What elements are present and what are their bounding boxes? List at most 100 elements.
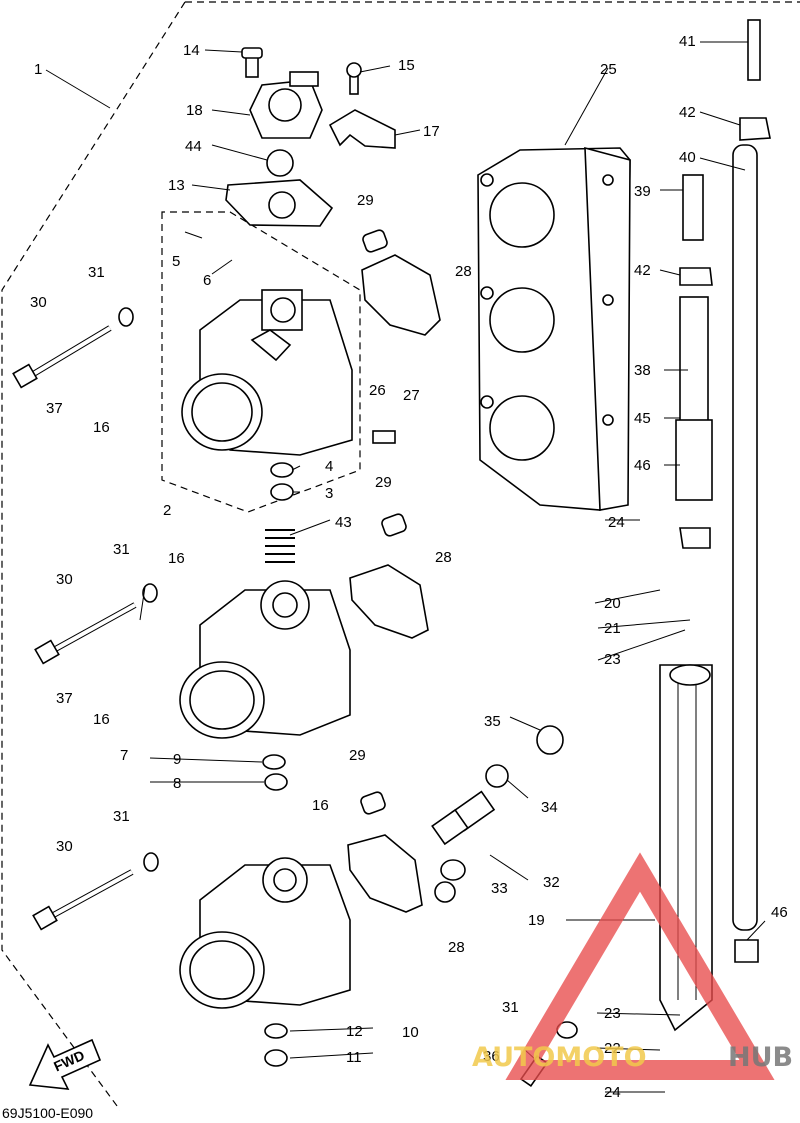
callout-43: 43	[335, 514, 352, 531]
callout-29a: 29	[357, 192, 374, 209]
callout-39: 39	[634, 183, 651, 200]
callout-20: 20	[604, 595, 621, 612]
gasket-middle	[349, 564, 429, 639]
callout-17: 17	[423, 123, 440, 140]
throttle-body-lower	[179, 857, 351, 1009]
callout-11: 11	[346, 1049, 362, 1066]
watermark-text-left: AUTOMOTO	[472, 1042, 647, 1073]
hose-40	[732, 144, 758, 931]
bolt-30c	[32, 869, 134, 931]
throttle-body-upper	[181, 289, 353, 456]
callout-38: 38	[634, 362, 651, 379]
callout-32: 32	[543, 874, 560, 891]
washer-31b	[142, 583, 158, 603]
washer-9	[262, 754, 286, 770]
nut-11	[264, 1049, 288, 1067]
callout-6: 6	[203, 272, 211, 289]
bolt-30a	[12, 325, 112, 389]
callout-16a: 16	[93, 419, 110, 436]
callout-3: 3	[325, 485, 333, 502]
leader-lines	[45, 41, 766, 1093]
intake-manifold	[477, 146, 631, 511]
callout-34: 34	[541, 799, 558, 816]
callout-44: 44	[185, 138, 202, 155]
washer-31c	[143, 852, 159, 872]
callout-24a: 24	[608, 514, 625, 531]
callout-31d: 31	[502, 999, 519, 1016]
callout-23a: 23	[604, 651, 621, 668]
callout-13: 13	[168, 177, 185, 194]
subassembly-boundary	[161, 211, 361, 513]
callout-37a: 37	[46, 400, 63, 417]
callout-15: 15	[398, 57, 415, 74]
gasket-upper	[361, 254, 441, 336]
clip-46b	[734, 939, 759, 963]
nut-8	[264, 773, 288, 791]
fwd-arrow-icon: FWD	[28, 1038, 102, 1090]
callout-30b: 30	[56, 571, 73, 588]
throttle-position-sensor	[249, 71, 323, 139]
fuel-injector-32	[431, 790, 496, 846]
washer-31a	[118, 307, 134, 327]
callout-45: 45	[634, 410, 651, 427]
callout-5: 5	[172, 253, 180, 270]
callout-27: 27	[403, 387, 420, 404]
callout-46a: 46	[634, 457, 651, 474]
o-ring	[266, 149, 294, 177]
callout-16d: 16	[312, 797, 329, 814]
clip-42a	[739, 117, 771, 141]
callout-24b: 24	[604, 1084, 621, 1101]
collar-29a	[362, 229, 388, 253]
o-ring-33a	[440, 859, 466, 881]
callout-37b: 37	[56, 690, 73, 707]
callout-31c: 31	[113, 808, 130, 825]
callout-19: 19	[528, 912, 545, 929]
callout-16b: 16	[168, 550, 185, 567]
callout-31a: 31	[88, 264, 105, 281]
callout-31b: 31	[113, 541, 130, 558]
o-ring-33b	[434, 881, 456, 903]
joint-41	[747, 19, 761, 81]
grommet-34	[485, 764, 509, 788]
callout-42a: 42	[679, 104, 696, 121]
callout-28c: 28	[448, 939, 465, 956]
callout-1: 1	[34, 61, 42, 78]
washer-12	[264, 1023, 288, 1039]
collar-29b	[381, 513, 407, 537]
callout-14: 14	[183, 42, 200, 59]
callout-28a: 28	[455, 263, 472, 280]
watermark-triangle-icon	[505, 852, 775, 1080]
callout-30a: 30	[30, 294, 47, 311]
callout-12: 12	[346, 1023, 363, 1040]
clip-42b	[679, 267, 713, 286]
spring-43	[265, 529, 295, 563]
callout-33: 33	[491, 880, 508, 897]
callout-42b: 42	[634, 262, 651, 279]
callout-8: 8	[173, 775, 181, 792]
callout-29b: 29	[375, 474, 392, 491]
pressure-regulator-45	[675, 419, 713, 501]
diagram-code: 69J5100-E090	[2, 1105, 93, 1121]
callout-18: 18	[186, 102, 203, 119]
callout-41: 41	[679, 33, 696, 50]
callout-21: 21	[604, 620, 621, 637]
bolt-30b	[34, 602, 137, 665]
callout-2: 2	[163, 502, 171, 519]
collar-29c	[360, 791, 386, 815]
callout-29c: 29	[349, 747, 366, 764]
callout-28b: 28	[435, 549, 452, 566]
callout-46b: 46	[771, 904, 788, 921]
hose-holder	[328, 109, 396, 149]
callout-23b: 23	[604, 1005, 621, 1022]
watermark-text-right: HUB	[728, 1042, 793, 1073]
callout-10: 10	[402, 1024, 419, 1041]
clip-46a	[679, 527, 711, 549]
nut-3	[270, 483, 294, 501]
callout-40: 40	[679, 149, 696, 166]
callout-35: 35	[484, 713, 501, 730]
callout-30c: 30	[56, 838, 73, 855]
throttle-body-middle	[179, 580, 351, 739]
cap-35	[536, 725, 564, 755]
